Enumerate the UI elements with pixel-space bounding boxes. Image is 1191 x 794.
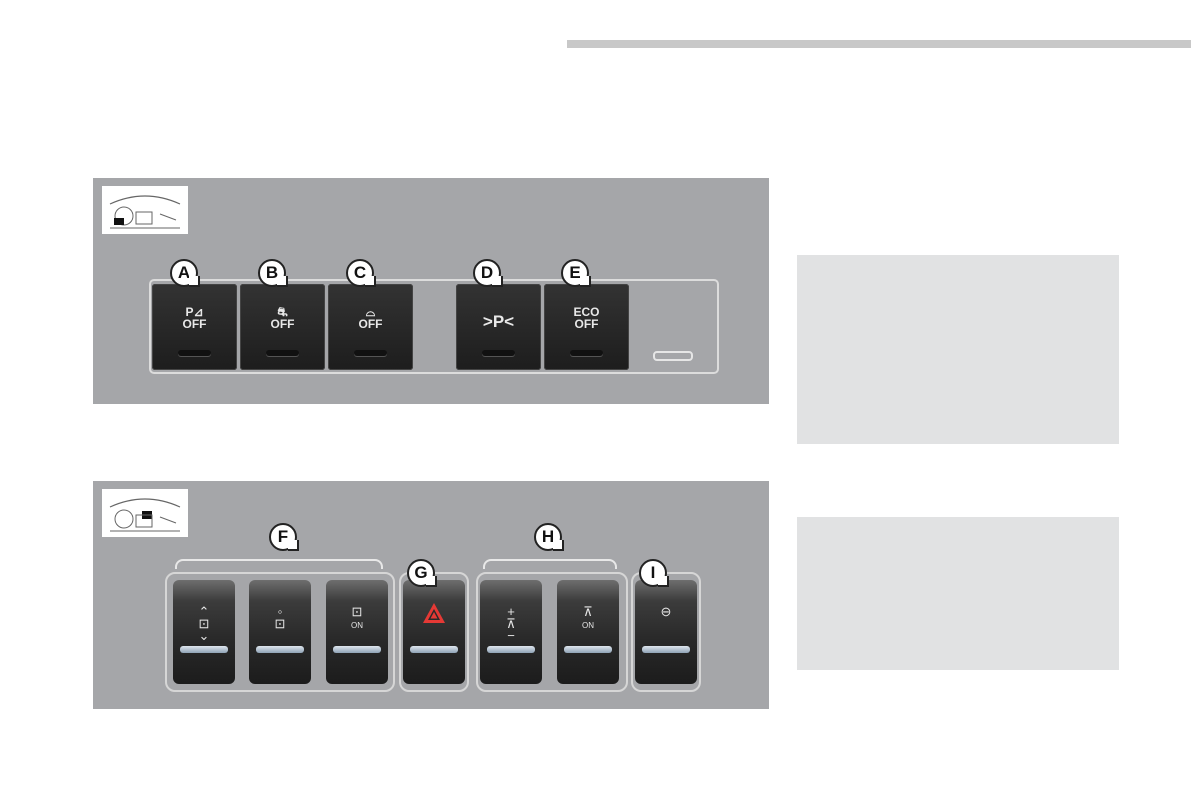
headlamp-adjust-icon: +⊼− — [506, 604, 516, 643]
stability-control-off-icon: ⛐OFF — [270, 305, 295, 331]
switch-slot — [266, 350, 299, 356]
rocker-bar — [487, 646, 535, 653]
label-h: H — [534, 523, 564, 551]
dashboard-location-icon — [102, 186, 188, 234]
mirror-adjust-icon: ⌃⊡⌄ — [198, 604, 210, 643]
rocker-bar — [642, 646, 690, 653]
label-f: F — [269, 523, 299, 551]
switch-c[interactable]: ⌓OFF — [328, 284, 413, 370]
note-box-bottom — [797, 517, 1119, 670]
group-h-frame — [476, 572, 628, 692]
label-a: A — [170, 259, 200, 287]
group-f-frame — [165, 572, 395, 692]
mirror-heat-icon: ◦⊡ — [274, 604, 286, 631]
switch-d[interactable]: >P< — [456, 284, 541, 370]
rocker-bar — [333, 646, 381, 653]
switch-slot — [570, 350, 603, 356]
park-assist-icon: >P< — [482, 312, 515, 331]
rocker-bar — [564, 646, 612, 653]
switch-slot — [354, 350, 387, 356]
label-b: B — [258, 259, 288, 287]
headlamp-on-icon: ⊼ON — [582, 604, 594, 630]
label-g: G — [407, 559, 437, 587]
bottom-switch-panel: ⌃⊡⌄ ◦⊡ ⊡ON +⊼− ⊼ON ⊖ F G H I — [93, 481, 769, 709]
header-rule — [567, 40, 1191, 48]
hazard-warning-icon — [423, 603, 445, 623]
dashboard-location-icon — [102, 489, 188, 537]
label-c: C — [346, 259, 376, 287]
rocker-mirror-heat[interactable]: ◦⊡ — [249, 580, 311, 684]
rocker-headlamp-adjust[interactable]: +⊼− — [480, 580, 542, 684]
door-lock-icon: ⊖ — [660, 604, 672, 619]
group-f-bracket — [175, 559, 383, 569]
switch-bank-frame — [149, 279, 719, 374]
alarm-off-icon: ⌓OFF — [358, 305, 383, 331]
rocker-mirror-adjust[interactable]: ⌃⊡⌄ — [173, 580, 235, 684]
rocker-bar — [180, 646, 228, 653]
empty-switch-slot — [653, 351, 693, 361]
label-e: E — [561, 259, 591, 287]
rocker-bar — [410, 646, 458, 653]
mirror-on-icon: ⊡ON — [351, 604, 363, 630]
switch-slot — [482, 350, 515, 356]
park-sensor-off-icon: P⊿OFF — [182, 305, 207, 331]
rocker-hazard[interactable] — [403, 580, 465, 684]
switch-b[interactable]: ⛐OFF — [240, 284, 325, 370]
group-h-bracket — [483, 559, 617, 569]
label-i: I — [639, 559, 669, 587]
rocker-bar — [256, 646, 304, 653]
note-box-top — [797, 255, 1119, 444]
switch-slot — [178, 350, 211, 356]
rocker-mirror-on[interactable]: ⊡ON — [326, 580, 388, 684]
switch-a[interactable]: P⊿OFF — [152, 284, 237, 370]
rocker-door-lock[interactable]: ⊖ — [635, 580, 697, 684]
label-d: D — [473, 259, 503, 287]
rocker-headlamp-on[interactable]: ⊼ON — [557, 580, 619, 684]
